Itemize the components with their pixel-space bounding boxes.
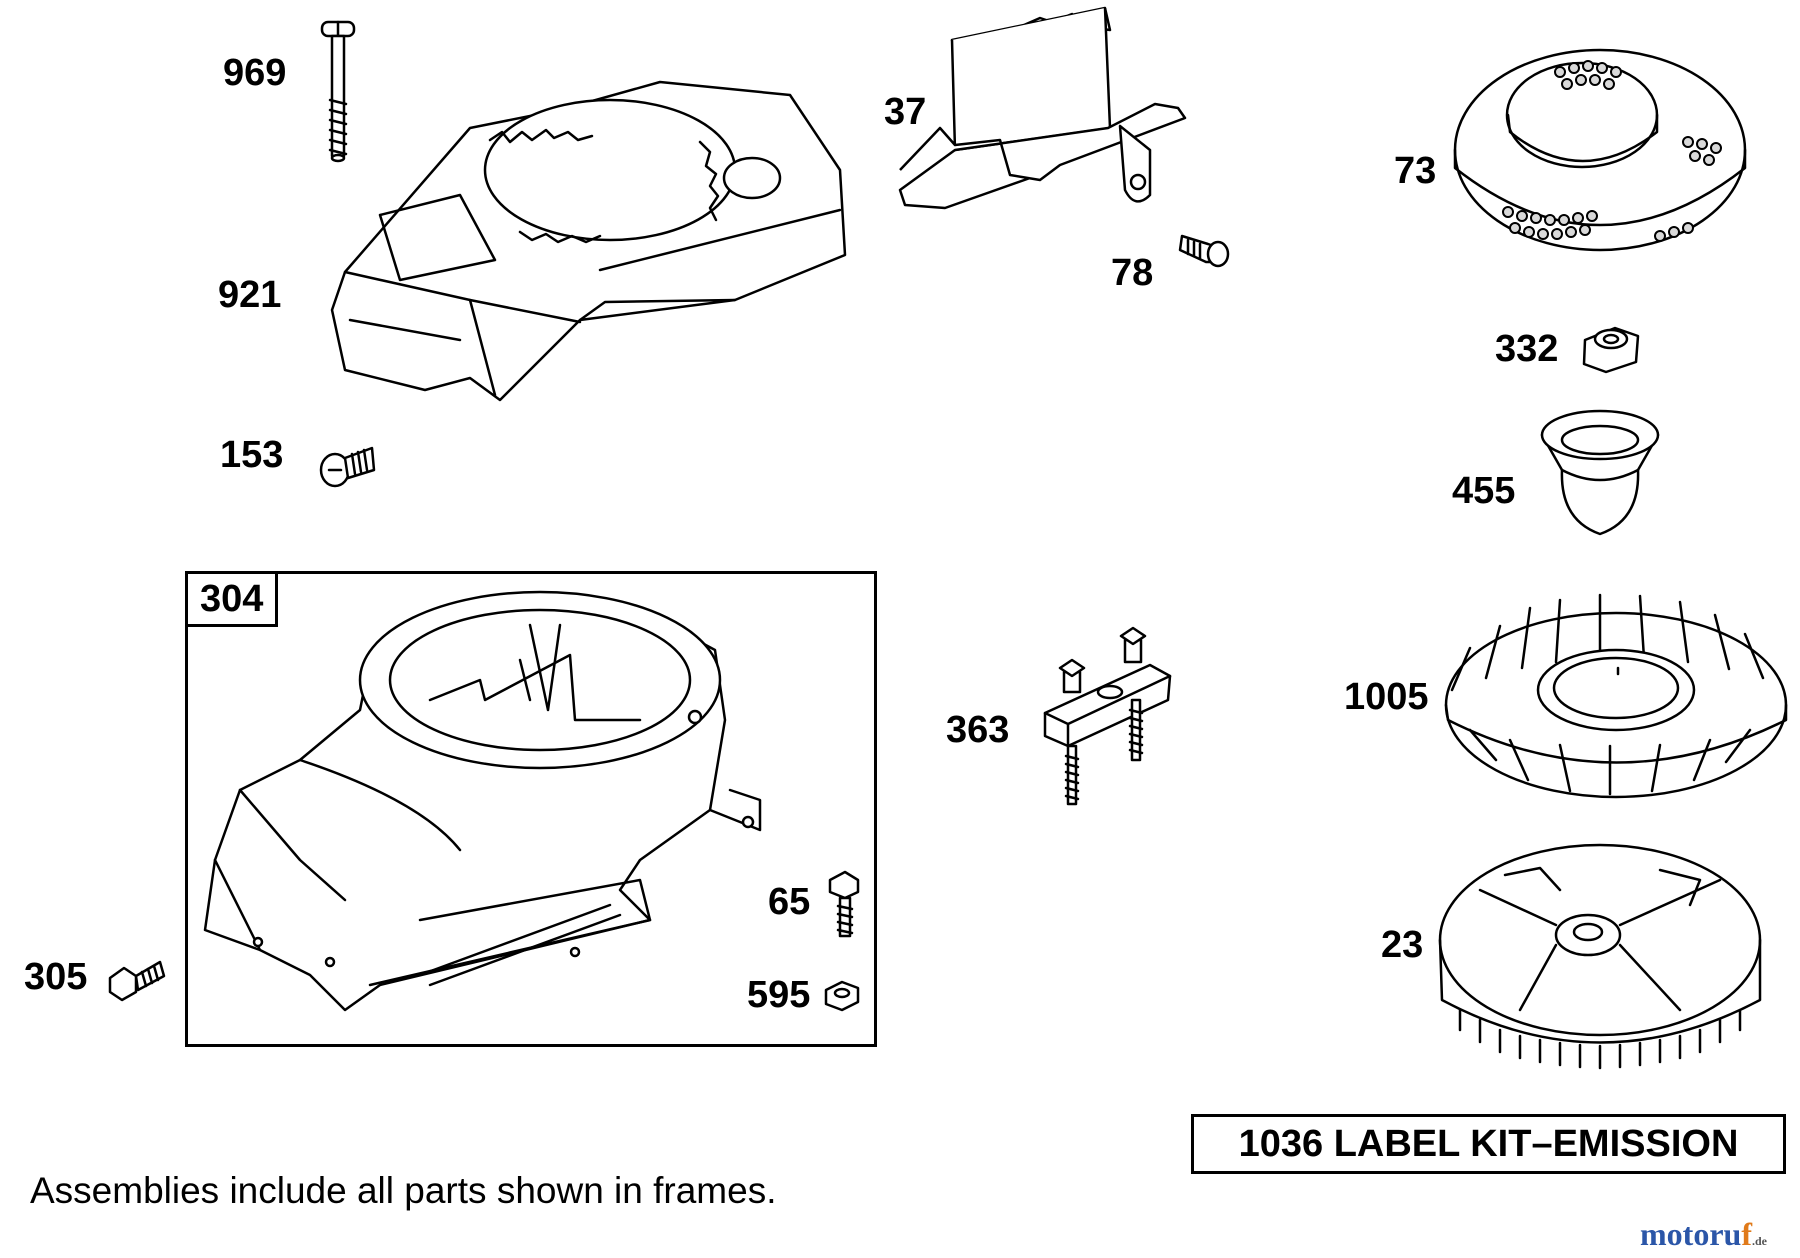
callout-78: 78 bbox=[1111, 252, 1154, 294]
blower-cover-921-part bbox=[330, 80, 847, 402]
watermark-logo: motoruf.de bbox=[1640, 1216, 1767, 1252]
bolt-305-part bbox=[108, 960, 166, 1002]
air-guide-37-part bbox=[898, 6, 1187, 210]
fan-1005-part bbox=[1444, 593, 1788, 799]
screw-153-part bbox=[319, 446, 376, 488]
callout-65: 65 bbox=[768, 881, 811, 923]
label-kit-box: 1036 LABEL KIT–EMISSION bbox=[1191, 1114, 1786, 1174]
assembly-frame: 304 bbox=[185, 571, 877, 1047]
bolt-65-part bbox=[828, 870, 860, 938]
flywheel-23-part bbox=[1438, 843, 1762, 1070]
callout-969: 969 bbox=[223, 52, 287, 94]
nut-332-part bbox=[1582, 326, 1640, 374]
callout-363: 363 bbox=[946, 709, 1010, 751]
callout-37: 37 bbox=[884, 91, 927, 133]
callout-23: 23 bbox=[1381, 924, 1424, 966]
callout-595: 595 bbox=[747, 974, 811, 1016]
starter-cup-455-part bbox=[1540, 409, 1660, 536]
callout-455: 455 bbox=[1452, 470, 1516, 512]
callout-921: 921 bbox=[218, 274, 282, 316]
callout-332: 332 bbox=[1495, 328, 1559, 370]
callout-305: 305 bbox=[24, 956, 88, 998]
label-kit-text: 1036 LABEL KIT–EMISSION bbox=[1238, 1122, 1739, 1165]
nut-595-part bbox=[824, 980, 860, 1012]
blower-housing-304-part bbox=[203, 590, 762, 1012]
callout-73: 73 bbox=[1394, 150, 1437, 192]
bracket-363-part bbox=[1043, 626, 1172, 806]
frame-label-304: 304 bbox=[188, 574, 279, 627]
screen-73-part bbox=[1453, 48, 1747, 252]
callout-153: 153 bbox=[220, 434, 284, 476]
callout-1005: 1005 bbox=[1344, 676, 1429, 718]
screw-78-part bbox=[1178, 234, 1230, 268]
screw-969-part bbox=[320, 20, 356, 163]
assemblies-note: Assemblies include all parts shown in fr… bbox=[30, 1170, 777, 1211]
